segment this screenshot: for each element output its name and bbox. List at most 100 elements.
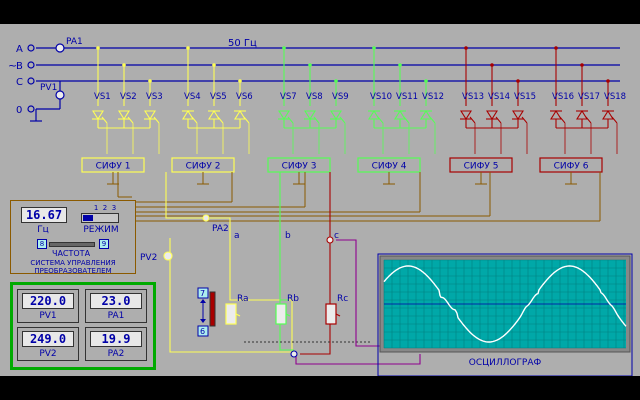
thyristor-label: VS5 xyxy=(210,92,227,102)
meter-pv1-value: 220.0 xyxy=(22,293,74,309)
thyristor-symbol xyxy=(512,110,524,121)
thyristor-symbol xyxy=(144,110,156,121)
ra-label: Ra xyxy=(237,294,249,304)
thyristor-label: VS17 xyxy=(578,92,600,102)
resistors xyxy=(225,303,341,325)
thyristor-symbol xyxy=(330,110,342,121)
thyristor-label: VS6 xyxy=(236,92,253,102)
frequency-down-button[interactable]: 8 xyxy=(37,239,47,249)
meter-pv2-name: PV2 xyxy=(39,349,57,359)
pa2-label: PA2 xyxy=(212,224,229,234)
frequency-up-button[interactable]: 9 xyxy=(99,239,109,249)
thyristor-symbol xyxy=(460,110,472,121)
thyristor-group-6: VS16 VS17 VS18 xyxy=(550,46,626,154)
thyristor-group-4: VS10 VS11 VS12 xyxy=(368,46,444,154)
meter-pv1: 220.0 PV1 xyxy=(17,289,79,323)
key-down-button[interactable] xyxy=(197,325,209,337)
meter-pv2: 249.0 PV2 xyxy=(17,327,79,361)
thyristor-symbol xyxy=(576,109,588,120)
thyristor-symbol xyxy=(182,109,194,120)
frequency-display: 16.67 xyxy=(21,207,67,223)
mode-numbers: 1 2 3 xyxy=(83,203,127,213)
load-level-bar xyxy=(209,291,216,327)
phase-a-label: A xyxy=(16,44,23,55)
thyristor-symbol xyxy=(304,110,316,121)
thyristor-label: VS9 xyxy=(332,92,349,102)
sifu-blocks: СИФУ 1 СИФУ 2 СИФУ 3 СИФУ 4 СИФУ 5 СИФУ 6 xyxy=(81,157,603,185)
phase-labels: A B C 0 ~ PA1 PV1 50 Гц xyxy=(8,37,257,116)
phase-c-out-label: c xyxy=(334,231,339,241)
sifu-4-block[interactable]: СИФУ 4 xyxy=(357,157,421,185)
mode-1-indicator[interactable] xyxy=(83,215,93,221)
sifu-label: СИФУ 1 xyxy=(96,162,131,172)
thyristor-symbol xyxy=(234,109,246,120)
pv1-label: PV1 xyxy=(40,83,57,93)
thyristor-symbol xyxy=(550,109,562,120)
thyristor-label: VS7 xyxy=(280,92,297,102)
frequency-slider[interactable] xyxy=(49,242,95,247)
phase-b-out-label: b xyxy=(285,231,291,241)
pa1-label: PA1 xyxy=(66,37,83,47)
frequency-label: 50 Гц xyxy=(228,38,257,49)
thyristor-label: VS10 xyxy=(370,92,392,102)
thyristor-symbol xyxy=(420,109,432,120)
thyristor-label: VS18 xyxy=(604,92,626,102)
thyristor-symbol xyxy=(368,109,380,120)
mode-2-number: 2 xyxy=(102,204,108,212)
key-up-label: 7 xyxy=(200,289,205,298)
thyristor-group-2: VS4 VS5 VS6 xyxy=(182,46,253,154)
thyristor-label: VS8 xyxy=(306,92,323,102)
thyristor-symbol xyxy=(394,109,406,120)
load-adjust-control[interactable]: 7 6 xyxy=(197,287,216,337)
meter-pa1-value: 23.0 xyxy=(90,293,142,309)
key-up-button[interactable] xyxy=(197,287,209,299)
mode-label: РЕЖИМ xyxy=(83,225,119,235)
phase-c-label: C xyxy=(16,77,23,88)
mode-3-number: 3 xyxy=(111,204,117,212)
sifu-label: СИФУ 4 xyxy=(372,162,407,172)
thyristor-label: VS2 xyxy=(120,92,137,102)
sifu-6-block[interactable]: СИФУ 6 xyxy=(539,157,603,185)
thyristor-label: VS11 xyxy=(396,92,418,102)
sifu-1-block[interactable]: СИФУ 1 xyxy=(81,157,145,185)
thyristor-symbol xyxy=(486,110,498,121)
sifu-3-block[interactable]: СИФУ 3 xyxy=(267,157,331,185)
load-labels: PA2 PV2 a b c Ra Rb Rc xyxy=(140,224,348,304)
pv2-label: PV2 xyxy=(140,253,157,263)
sifu-2-block[interactable]: СИФУ 2 xyxy=(171,157,235,185)
thyristor-group-3: VS7 VS8 VS9 xyxy=(278,46,349,154)
control-unit-title-line1: СИСТЕМА УПРАВЛЕНИЯ xyxy=(30,259,116,267)
control-wires xyxy=(117,172,601,222)
thyristor-label: VS14 xyxy=(488,92,510,102)
thyristor-symbol xyxy=(92,110,104,121)
frequency-title: ЧАСТОТА xyxy=(51,249,91,258)
thyristor-label: VS12 xyxy=(422,92,444,102)
sifu-label: СИФУ 2 xyxy=(186,162,221,172)
phase-b-label: B xyxy=(16,61,23,72)
oscilloscope-label: ОСЦИЛЛОГРАФ xyxy=(469,358,542,368)
sifu-label: СИФУ 5 xyxy=(464,162,499,172)
thyristor-label: VS16 xyxy=(552,92,574,102)
resistor-ra xyxy=(225,303,237,325)
rc-label: Rc xyxy=(337,294,348,304)
mode-selector[interactable] xyxy=(81,213,119,223)
oscilloscope: ОСЦИЛЛОГРАФ xyxy=(377,253,633,377)
sifu-5-block[interactable]: СИФУ 5 xyxy=(449,157,513,185)
supply-buses xyxy=(27,43,620,122)
thyristor-label: VS4 xyxy=(184,92,201,102)
three-phase-symbol: ~ xyxy=(8,59,17,72)
thyristor-symbol xyxy=(278,110,290,121)
sifu-label: СИФУ 6 xyxy=(554,162,589,172)
waveform-trace xyxy=(383,265,627,343)
key-down-label: 6 xyxy=(200,327,205,336)
thyristor-label: VS3 xyxy=(146,92,163,102)
thyristor-symbol xyxy=(118,110,130,121)
thyristor-symbol xyxy=(602,109,614,120)
meter-pv1-name: PV1 xyxy=(39,311,57,321)
meter-pa2-name: PA2 xyxy=(107,349,125,359)
mode-1-number: 1 xyxy=(93,204,99,212)
